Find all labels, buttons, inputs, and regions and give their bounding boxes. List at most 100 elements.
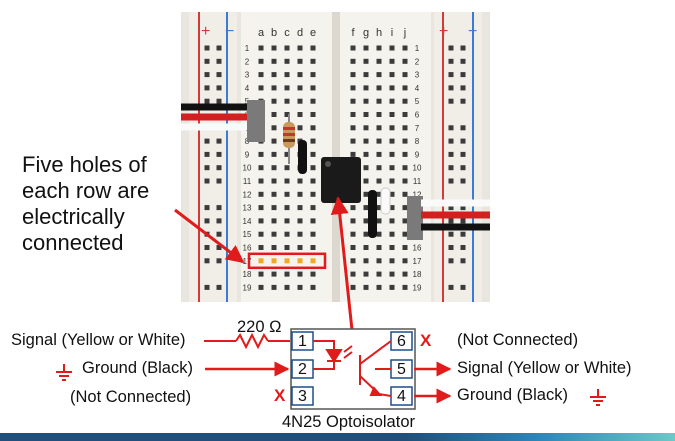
- breadboard-hole: [271, 245, 277, 250]
- breadboard-photo: 1122334455667788991010111112121313141415…: [181, 12, 490, 302]
- breadboard-hole: [389, 284, 395, 290]
- rail-hole: [204, 58, 210, 64]
- row-label-left: 4: [245, 84, 250, 93]
- breadboard-hole: [350, 271, 356, 277]
- breadboard-hole: [363, 45, 369, 51]
- rail-hole: [216, 85, 222, 91]
- rail-hole: [460, 125, 466, 131]
- breadboard-hole: [310, 72, 316, 78]
- row-label-right: 7: [415, 124, 420, 133]
- row-label-left: 15: [243, 230, 252, 239]
- breadboard-hole: [350, 205, 356, 211]
- row-label-right: 1: [415, 44, 420, 53]
- pin-3: 3: [298, 388, 307, 405]
- breadboard-hole: [376, 165, 382, 171]
- breadboard-hole: [284, 191, 290, 197]
- pin-4: 4: [397, 388, 406, 405]
- breadboard-hole: [350, 72, 356, 78]
- breadboard-hole: [297, 231, 303, 237]
- breadboard-hole: [258, 231, 264, 237]
- rail-hole: [460, 218, 466, 224]
- breadboard-hole: [258, 165, 264, 171]
- breadboard-hole: [402, 125, 408, 131]
- rail-hole: [204, 85, 210, 91]
- row-label-left: 19: [243, 283, 252, 292]
- column-label: h: [376, 27, 382, 39]
- breadboard-hole: [258, 245, 264, 250]
- breadboard-hole: [258, 72, 264, 78]
- wire-bundle-right: [407, 196, 490, 240]
- breadboard-hole: [389, 231, 395, 237]
- row-label-right: 5: [415, 97, 420, 106]
- breadboard-hole: [389, 45, 395, 51]
- breadboard-hole: [363, 245, 369, 250]
- column-label: g: [363, 27, 369, 39]
- breadboard-hole: [376, 151, 382, 157]
- rail-hole: [216, 45, 222, 51]
- rail-hole: [204, 205, 210, 211]
- breadboard-hole: [389, 138, 395, 144]
- row-label-left: 17: [243, 257, 252, 266]
- breadboard-hole: [297, 271, 303, 277]
- row-label-left: 13: [243, 204, 252, 213]
- callout-line-1: Five holes of: [22, 152, 147, 177]
- breadboard-hole: [389, 271, 395, 277]
- breadboard-hole: [402, 258, 408, 264]
- rail-hole: [448, 165, 454, 171]
- breadboard-hole: [389, 245, 395, 250]
- row-label-left: 2: [245, 57, 250, 66]
- ground-icon-right: [590, 389, 606, 406]
- breadboard-hole: [389, 98, 395, 104]
- pin-5: 5: [397, 361, 406, 378]
- breadboard-hole: [389, 178, 395, 184]
- breadboard-hole: [402, 45, 408, 51]
- breadboard-hole: [284, 178, 290, 184]
- breadboard-hole: [284, 271, 290, 277]
- rail-hole: [216, 178, 222, 184]
- jumper-wire: [298, 140, 307, 174]
- breadboard-hole: [389, 112, 395, 117]
- breadboard-hole: [389, 191, 395, 197]
- breadboard-hole: [310, 151, 316, 157]
- rail-hole: [448, 218, 454, 224]
- right-label-not-connected: (Not Connected): [457, 331, 579, 349]
- rail-hole: [460, 138, 466, 144]
- breadboard-hole: [363, 151, 369, 157]
- breadboard-hole: [271, 258, 277, 264]
- rail-hole: [460, 245, 466, 250]
- rail-hole: [216, 218, 222, 224]
- breadboard-hole: [402, 191, 408, 197]
- breadboard-hole: [284, 231, 290, 237]
- pin-1: 1: [298, 333, 307, 350]
- breadboard-hole: [310, 205, 316, 211]
- rail-hole: [460, 178, 466, 184]
- connection-callout: Five holes of each row are electrically …: [22, 152, 149, 256]
- rail-hole: [448, 98, 454, 104]
- rail-hole: [460, 58, 466, 64]
- no-connect-mark-pin6: X: [420, 331, 432, 350]
- breadboard-hole: [297, 178, 303, 184]
- breadboard-hole: [402, 205, 408, 211]
- breadboard-hole: [310, 45, 316, 51]
- rail-hole: [216, 98, 222, 104]
- rail-hole: [448, 45, 454, 51]
- rail-hole: [216, 258, 222, 264]
- breadboard-hole: [258, 85, 264, 91]
- breadboard-hole: [376, 178, 382, 184]
- row-label-left: 18: [243, 270, 252, 279]
- breadboard-hole: [402, 178, 408, 184]
- rail-hole: [204, 258, 210, 264]
- breadboard-hole: [310, 271, 316, 277]
- breadboard-hole: [376, 245, 382, 250]
- column-label: f: [351, 27, 355, 39]
- rail-hole: [460, 258, 466, 264]
- no-connect-mark-pin3: X: [274, 386, 286, 405]
- rail-hole: [460, 231, 466, 237]
- row-label-right: 2: [415, 57, 420, 66]
- breadboard-hole: [402, 165, 408, 171]
- rail-hole: [460, 45, 466, 51]
- rail-hole: [448, 85, 454, 91]
- breadboard-hole: [310, 245, 316, 250]
- breadboard-hole: [258, 218, 264, 224]
- rail-hole: [204, 218, 210, 224]
